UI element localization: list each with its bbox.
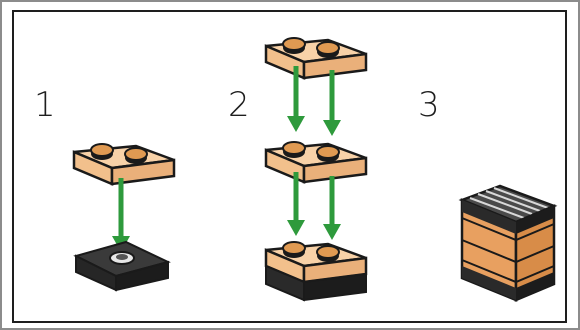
step-number-2: 2 <box>228 85 250 125</box>
step3-stack <box>458 184 558 302</box>
step2-middle-brick <box>264 140 368 184</box>
instruction-panel <box>12 10 567 323</box>
step2-arrow-head <box>287 220 305 236</box>
step-number-1: 1 <box>34 85 56 125</box>
step2-arrow-head <box>287 116 305 132</box>
step2-arrow-head <box>323 224 341 240</box>
step1-black-plate <box>73 240 171 292</box>
step2-arrow-head <box>323 120 341 136</box>
step2-top-brick <box>264 36 368 80</box>
step2-bottom-assembly <box>264 240 368 302</box>
step1-brick <box>72 142 176 186</box>
step-number-3: 3 <box>418 85 440 125</box>
